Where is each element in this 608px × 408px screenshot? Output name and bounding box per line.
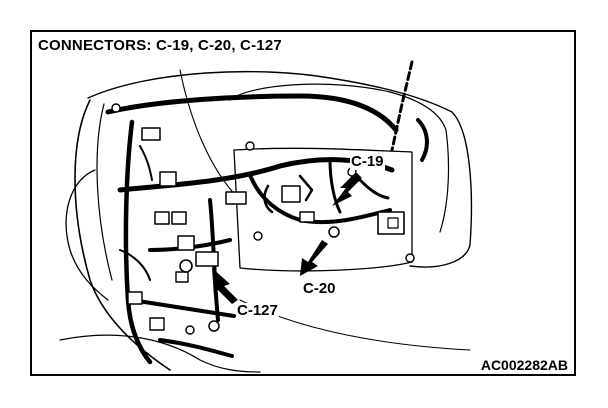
dash-outline-upper xyxy=(87,70,473,268)
connector-block xyxy=(141,127,161,141)
arrow-c19 xyxy=(332,172,362,206)
steering-column xyxy=(65,169,109,301)
callout-c127: C-127 xyxy=(236,302,279,319)
callout-c20: C-20 xyxy=(302,280,337,297)
figure-code: AC002282AB xyxy=(480,357,568,373)
diagram-title: CONNECTORS: C-19, C-20, C-127 xyxy=(38,37,282,54)
arrow-c20 xyxy=(300,240,328,276)
callout-c19: C-19 xyxy=(350,153,385,170)
left-pillar-inner xyxy=(96,103,113,281)
dash-outline-inner xyxy=(229,83,450,233)
diagram-frame xyxy=(30,30,576,376)
harness-main xyxy=(105,93,399,133)
arrow-c127 xyxy=(212,268,238,304)
